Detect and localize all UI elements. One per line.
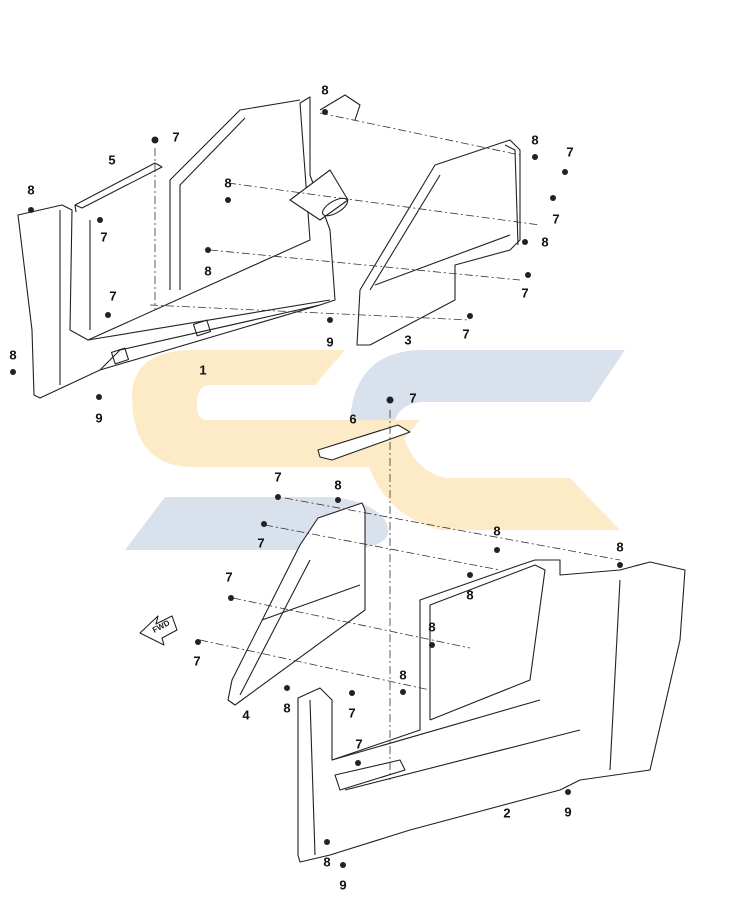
callout-part-7: 7 [355,736,363,752]
callout-part-7: 7 [348,705,356,721]
callout-part-9: 9 [564,804,572,820]
callout-part-7: 7 [552,211,560,227]
part-6-lower-bracket [317,424,411,461]
watermark-orange-s-top [131,350,420,467]
part-5-upper-bracket [74,162,163,213]
alignment-lines [149,112,621,780]
callout-part-7: 7 [274,469,282,485]
part-3-upper-rear-panel [356,139,521,346]
callout-part-9: 9 [339,877,347,893]
callout-part-8: 8 [616,539,624,555]
callout-part-1: 1 [199,362,207,378]
part-2-lower-sill-panel [297,559,686,863]
callout-part-2: 2 [503,805,511,821]
watermark-blue-c-top [350,350,625,420]
callout-part-7: 7 [409,390,417,406]
watermark-logo [125,350,625,550]
callout-part-8: 8 [428,619,436,635]
callout-part-3: 3 [404,332,412,348]
callout-part-5: 5 [108,152,116,168]
callout-part-6: 6 [349,411,357,427]
callout-part-7: 7 [193,653,201,669]
callout-part-8: 8 [321,82,329,98]
callout-part-8: 8 [541,234,549,250]
part-4-lower-rear-panel [227,502,366,706]
callout-part-7: 7 [566,144,574,160]
callout-part-8: 8 [204,263,212,279]
callout-part-8: 8 [283,700,291,716]
callout-part-9: 9 [95,410,103,426]
callout-part-8: 8 [9,347,17,363]
fasteners [10,109,623,868]
callout-part-8: 8 [27,182,35,198]
callout-part-8: 8 [334,477,342,493]
callout-part-8: 8 [224,175,232,191]
callout-part-4: 4 [242,707,250,723]
callout-part-7: 7 [257,535,265,551]
callout-part-8: 8 [466,587,474,603]
callout-part-7: 7 [172,129,180,145]
callout-part-8: 8 [323,854,331,870]
callout-part-7: 7 [225,569,233,585]
callout-part-8: 8 [493,523,501,539]
callout-part-7: 7 [100,229,108,245]
callout-part-8: 8 [399,667,407,683]
fwd-direction-arrow [139,615,178,646]
watermark-orange-c-bottom [360,420,620,530]
callout-part-7: 7 [462,326,470,342]
callout-part-7: 7 [521,285,529,301]
callout-part-7: 7 [109,288,117,304]
callout-part-9: 9 [326,334,334,350]
callout-part-8: 8 [531,132,539,148]
